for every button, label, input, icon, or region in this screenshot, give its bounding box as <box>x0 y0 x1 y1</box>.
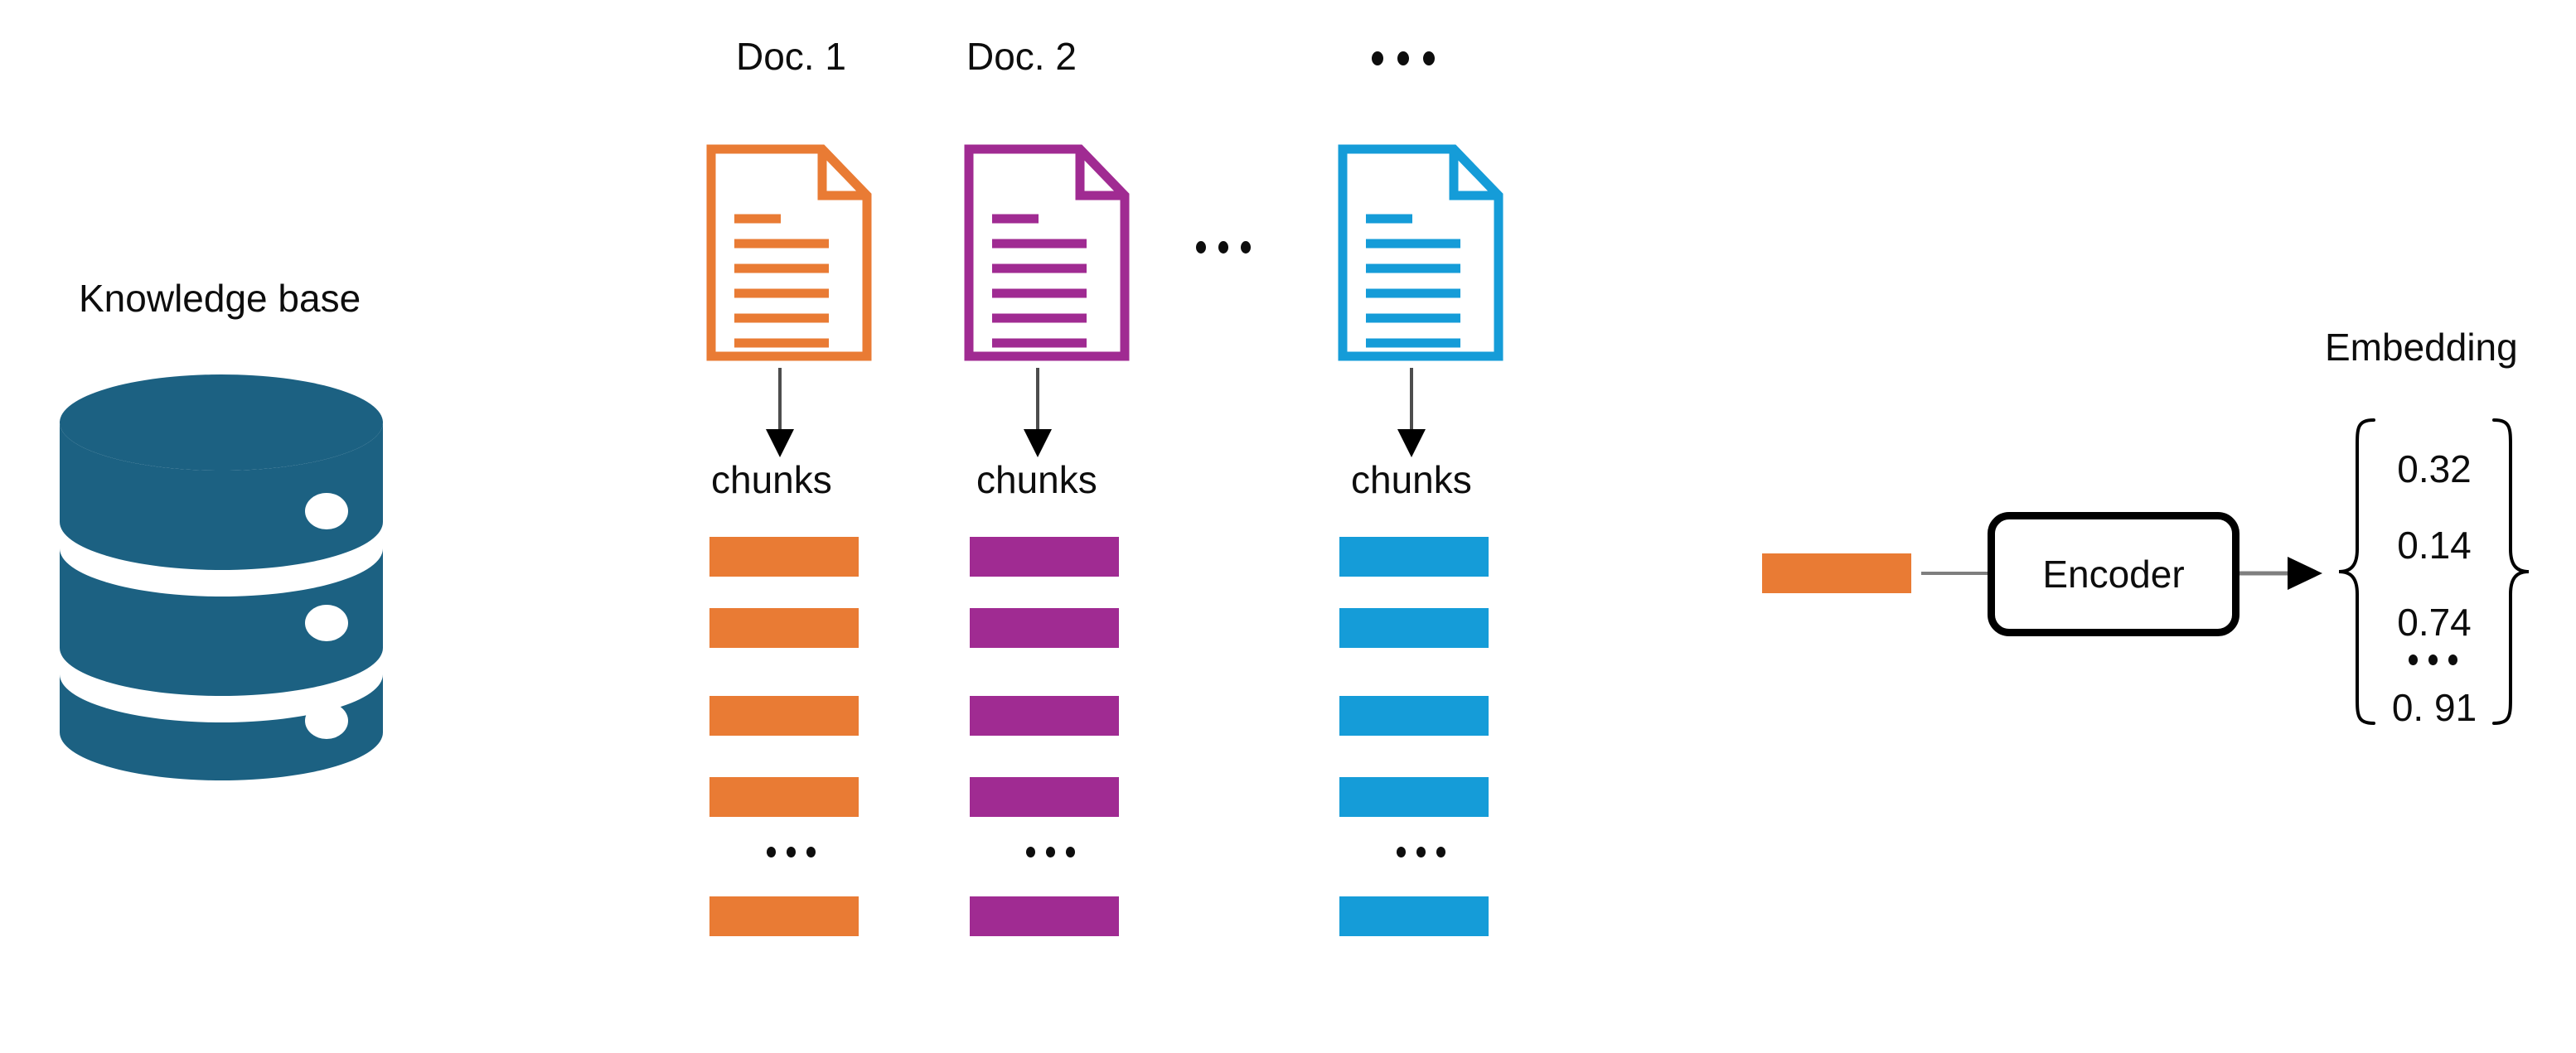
embedding-vector-values: 0.32 0.14 0.74 0. 91 <box>2372 417 2496 729</box>
right-arrow-icon <box>2239 553 2331 593</box>
document-icon-doc-1 <box>706 144 872 361</box>
down-arrow-icon-1 <box>763 368 797 457</box>
document-icon-doc-n <box>1338 144 1503 361</box>
chunk-bar <box>1339 777 1489 817</box>
chunks-ellipsis-icon-1 <box>767 847 816 857</box>
chunk-bar <box>1339 696 1489 736</box>
chunk-bar <box>970 696 1119 736</box>
embedding-value: 0.14 <box>2397 524 2472 567</box>
doc-header-ellipsis-icon <box>1372 51 1435 65</box>
encoder-label: Encoder <box>2042 553 2185 596</box>
knowledge-base-label: Knowledge base <box>79 277 361 320</box>
encoder-box[interactable]: Encoder <box>1988 512 2239 636</box>
embedding-value: 0. 91 <box>2391 686 2477 729</box>
chunk-bar <box>1339 608 1489 648</box>
chunk-bar <box>709 608 859 648</box>
doc-2-header: Doc. 2 <box>966 35 1077 78</box>
chunk-bar <box>709 537 859 577</box>
embedding-value: 0.74 <box>2397 601 2472 644</box>
embedding-label: Embedding <box>2325 326 2518 369</box>
down-arrow-icon-2 <box>1021 368 1054 457</box>
encoder-input-connector <box>1921 572 1988 575</box>
encoder-input-chunk <box>1762 553 1911 593</box>
chunk-bar <box>970 777 1119 817</box>
database-cylinder-icon <box>60 374 383 780</box>
chunks-label-2: chunks <box>976 458 1097 501</box>
down-arrow-icon-3 <box>1395 368 1428 457</box>
doc-1-header: Doc. 1 <box>736 35 846 78</box>
chunks-ellipsis-icon-2 <box>1026 847 1075 857</box>
chunks-ellipsis-icon-3 <box>1397 847 1445 857</box>
chunk-bar <box>1339 537 1489 577</box>
chunk-bar <box>970 537 1119 577</box>
curly-brace-right-icon <box>2489 417 2532 727</box>
chunks-label-3: chunks <box>1351 458 1472 501</box>
curly-brace-left-icon <box>2336 417 2379 727</box>
chunk-bar <box>1339 896 1489 936</box>
embedding-value: 0.32 <box>2397 447 2472 490</box>
chunk-bar <box>970 608 1119 648</box>
chunk-bar <box>709 896 859 936</box>
chunk-bar <box>970 896 1119 936</box>
chunk-bar <box>709 696 859 736</box>
chunks-label-1: chunks <box>711 458 832 501</box>
chunk-bar <box>709 777 859 817</box>
embedding-ellipsis-icon <box>2409 655 2457 665</box>
between-docs-ellipsis-icon <box>1196 241 1251 254</box>
document-icon-doc-2 <box>964 144 1130 361</box>
